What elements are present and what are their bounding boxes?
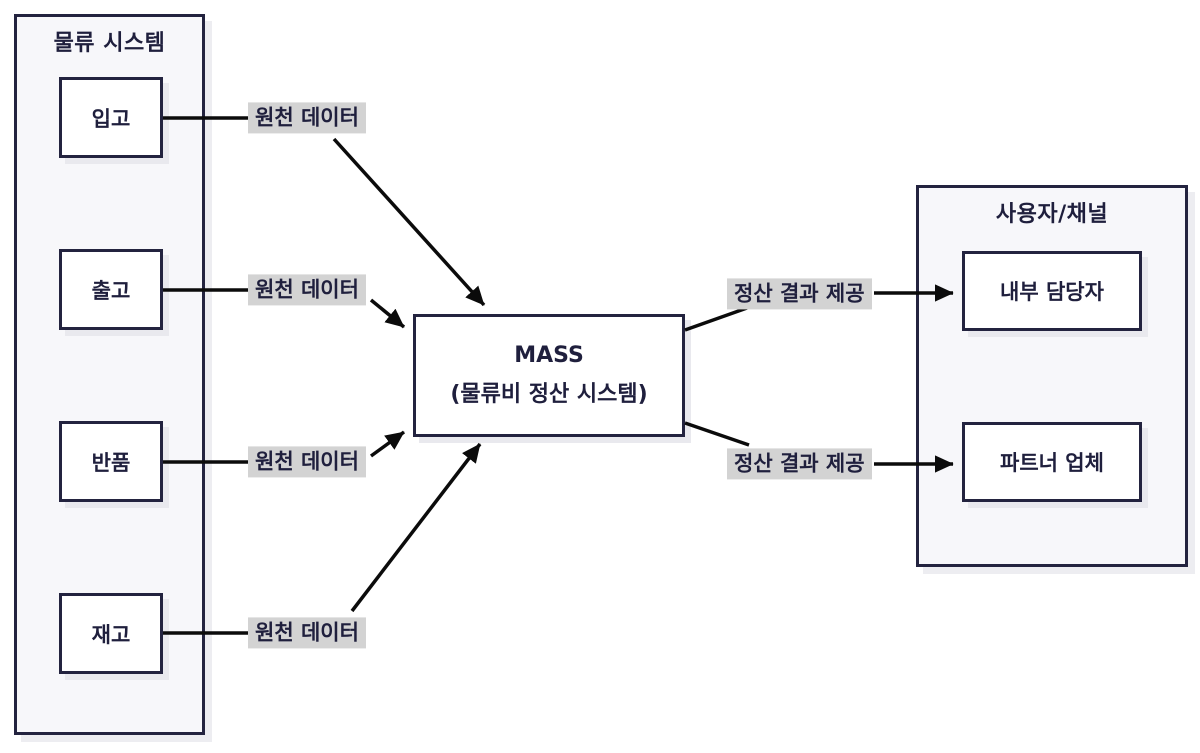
group-users-channels: 사용자/채널 xyxy=(916,185,1188,567)
edge-label-settlement-result-2: 정산 결과 제공 xyxy=(727,448,872,480)
node-inventory-label: 재고 xyxy=(91,622,131,647)
group-users-channels-title: 사용자/채널 xyxy=(995,202,1109,227)
node-internal-staff-label: 내부 담당자 xyxy=(1000,280,1104,304)
node-outbound: 출고 xyxy=(59,249,163,330)
edge-label4-to-mass xyxy=(350,442,482,613)
edge-mass-to-label-bottom xyxy=(684,421,750,447)
group-logistics-system-title: 물류 시스템 xyxy=(53,31,166,56)
edge-label-source-data-3: 원천 데이터 xyxy=(248,446,366,478)
node-returns-label: 반품 xyxy=(91,450,131,475)
edge-label-source-data-1: 원천 데이터 xyxy=(248,102,366,134)
edge-label2-to-mass xyxy=(369,298,406,329)
node-inbound: 입고 xyxy=(59,77,163,158)
node-inventory: 재고 xyxy=(59,593,163,674)
node-mass-title: MASS xyxy=(514,343,584,368)
node-partner-company-label: 파트너 업체 xyxy=(1000,451,1104,475)
edge-label-source-data-2: 원천 데이터 xyxy=(248,274,366,306)
node-mass: MASS (물류비 정산 시스템) xyxy=(413,314,685,437)
edge-label-source-data-4: 원천 데이터 xyxy=(248,617,366,649)
edge-label-settlement-result-1: 정산 결과 제공 xyxy=(727,278,872,310)
node-internal-staff: 내부 담당자 xyxy=(962,251,1142,331)
node-partner-company: 파트너 업체 xyxy=(962,422,1142,502)
edge-mass-to-label-top xyxy=(684,306,748,332)
node-mass-subtitle: (물류비 정산 시스템) xyxy=(450,381,648,407)
node-outbound-label: 출고 xyxy=(91,278,131,303)
node-inbound-label: 입고 xyxy=(91,106,131,131)
node-returns: 반품 xyxy=(59,421,163,502)
edge-label3-to-mass xyxy=(369,430,406,458)
